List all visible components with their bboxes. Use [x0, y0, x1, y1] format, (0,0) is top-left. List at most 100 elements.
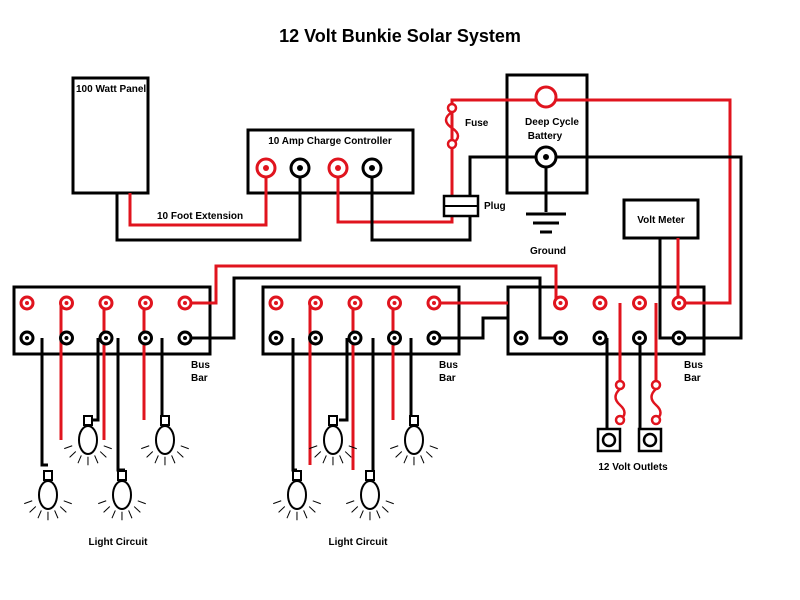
fuse-top-terminal	[446, 102, 458, 114]
bus-negative-terminal-dot	[313, 336, 318, 340]
bulb-ray	[94, 455, 99, 464]
outlet2-fuse-bottom	[650, 414, 662, 426]
bulb-glass	[323, 425, 343, 455]
bulb-ray	[98, 500, 107, 505]
bulb-ray	[63, 500, 72, 505]
bulb-ray	[395, 451, 403, 458]
battery-positive-terminal	[534, 85, 558, 109]
bulb-ray	[376, 510, 381, 519]
bus-positive-terminal-dot	[637, 301, 642, 305]
bus-positive-terminal-dot	[353, 301, 357, 305]
bulb-ray	[403, 455, 408, 464]
bulb-base	[43, 470, 53, 481]
bulb-ray	[59, 506, 67, 513]
bulb-ray	[103, 445, 112, 450]
bulb-ray	[133, 506, 141, 513]
light-circuit-label-1: Light Circuit	[89, 537, 149, 548]
fuse-bottom-terminal	[446, 138, 458, 150]
bus-bar-2-label-line2: Bar	[439, 373, 456, 384]
diagram-title: 12 Volt Bunkie Solar System	[279, 26, 521, 46]
bulb-base	[292, 470, 302, 481]
controller-terminal-dot	[297, 165, 303, 171]
battery-label-line1: Deep Cycle	[525, 117, 579, 128]
solar-panel-label: 100 Watt Panel	[76, 84, 146, 95]
bus-negative-terminal-dot	[637, 336, 642, 340]
bulb-ray	[314, 451, 322, 458]
bus-positive-terminal-dot	[313, 301, 318, 305]
bulb-base	[160, 415, 170, 426]
solar-panel	[71, 76, 150, 195]
bulb-base	[117, 470, 127, 481]
bulb-base	[409, 415, 419, 426]
bus-positive-terminal-dot	[558, 301, 563, 305]
light-bulb	[346, 470, 394, 521]
bulb-ray	[390, 445, 399, 450]
bus-bar-1-label-line1: Bus	[191, 360, 210, 371]
light-bulbs	[24, 415, 438, 521]
light6-negative-wire	[339, 338, 349, 422]
battery-positive-wire	[336, 98, 732, 305]
outlets-label: 12 Volt Outlets	[598, 462, 668, 473]
bulb-ray	[429, 445, 438, 450]
bulb-ray	[348, 445, 357, 450]
bus-negative-terminal-dot	[432, 336, 436, 340]
bulb-ray	[309, 445, 318, 450]
light-bulb	[98, 470, 146, 521]
light-bulb	[390, 415, 438, 466]
bulb-ray	[146, 451, 154, 458]
bus-positive-terminal-dot	[392, 301, 397, 305]
bulb-base	[328, 415, 338, 426]
bulb-glass	[155, 425, 175, 455]
bus-bar-3-label-line2: Bar	[684, 373, 701, 384]
bus-negative-terminal-dot	[598, 336, 602, 340]
bulb-ray	[176, 451, 184, 458]
bulb-ray	[425, 451, 433, 458]
bus-negative-terminal-dot	[353, 336, 357, 340]
outlet1-fuse-bottom	[614, 414, 626, 426]
bulb-ray	[339, 455, 344, 464]
fuse-label: Fuse	[465, 118, 489, 129]
light-bulb	[24, 470, 72, 521]
bulb-ray	[359, 510, 364, 519]
bus-negative-terminal-dot	[677, 336, 681, 340]
bus-positive-feed-wire	[185, 264, 558, 305]
bulb-ray	[154, 455, 159, 464]
bulb-ray	[385, 500, 394, 505]
bus-negative-terminal-dot	[392, 336, 397, 340]
charge-controller-label: 10 Amp Charge Controller	[268, 136, 392, 147]
bulb-ray	[420, 455, 425, 464]
bulb-glass	[404, 425, 424, 455]
light-bulb	[64, 415, 112, 466]
bulb-ray	[273, 500, 282, 505]
bus-positive-terminal-dot	[183, 301, 187, 305]
bulb-ray	[24, 500, 33, 505]
outlet1-fuse	[614, 388, 626, 421]
panel-positive-wire	[128, 168, 268, 227]
bulb-ray	[137, 500, 146, 505]
bulb-ray	[37, 510, 42, 519]
bus-negative-terminal-dot	[104, 336, 108, 340]
bulb-ray	[312, 500, 321, 505]
bulb-ray	[180, 445, 189, 450]
bulb-glass	[360, 480, 380, 510]
bus-bar-1	[12, 285, 212, 356]
bulb-ray	[64, 445, 73, 450]
bus-negative-terminal-dot	[274, 336, 278, 340]
controller-terminal-dot	[369, 165, 375, 171]
bus-positive-terminal-dot	[25, 301, 29, 305]
bus-negative-terminal-dot	[64, 336, 69, 340]
volt-meter-label: Volt Meter	[637, 215, 685, 226]
bulb-ray	[351, 506, 359, 513]
light5-negative-wire	[291, 338, 297, 472]
light-circuit-label-2: Light Circuit	[329, 537, 389, 548]
bulb-base	[83, 415, 93, 426]
outlet1-fuse-top	[614, 379, 626, 391]
bus-negative-terminal-dot	[519, 336, 523, 340]
bus-terminals	[19, 295, 687, 346]
bulb-ray	[77, 455, 82, 464]
bulb-ray	[346, 500, 355, 505]
bulb-ray	[322, 455, 327, 464]
bus-negative-feed-wire	[185, 276, 556, 340]
bulb-ray	[103, 506, 111, 513]
bus-positive-terminal-dot	[274, 301, 278, 305]
